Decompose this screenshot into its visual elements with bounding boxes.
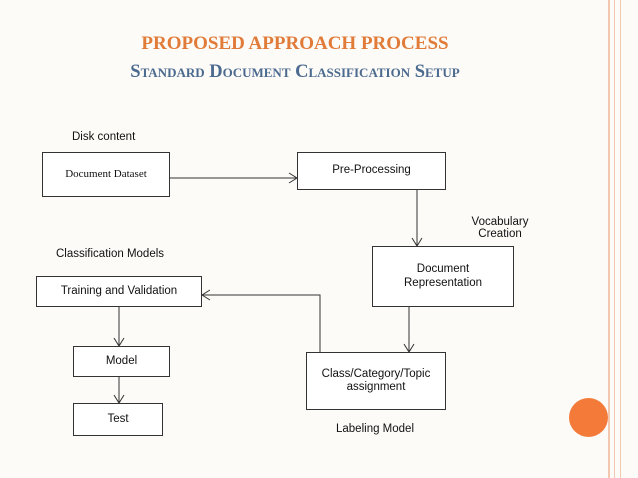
class-assignment-line1: Class/Category/Topic (321, 367, 431, 380)
side-border-line (608, 0, 610, 478)
training-validation-box: Training and Validation (36, 276, 202, 307)
pre-processing-box: Pre-Processing (297, 152, 446, 190)
classification-models-label: Classification Models (56, 248, 165, 260)
document-representation-box: Document Representation (372, 246, 514, 307)
document-representation-line2: Representation (404, 276, 482, 289)
slide-title: PROPOSED APPROACH PROCESS (141, 33, 449, 54)
model-box: Model (73, 346, 170, 377)
document-dataset-box: Document Dataset (42, 152, 170, 197)
class-assignment-box: Class/Category/Topic assignment (306, 352, 446, 410)
arrow-assignment-to-training (202, 294, 321, 352)
creation-line: Creation (478, 228, 522, 240)
document-representation-line1: Document (416, 263, 470, 276)
side-border-line-inner (614, 0, 615, 478)
class-assignment-line2: assignment (346, 381, 406, 393)
accent-circle (569, 398, 608, 437)
slide-subtitle: Standard Document Classification Setup (130, 62, 460, 82)
vocabulary-creation-label: Vocabulary Creation (468, 216, 532, 240)
vocabulary-line: Vocabulary (471, 216, 529, 228)
test-box: Test (73, 403, 163, 436)
disk-content-label: Disk content (72, 131, 136, 143)
side-border-line-outer (620, 0, 621, 478)
arrowhead-training (201, 289, 211, 301)
labeling-model-label: Labeling Model (336, 423, 415, 435)
